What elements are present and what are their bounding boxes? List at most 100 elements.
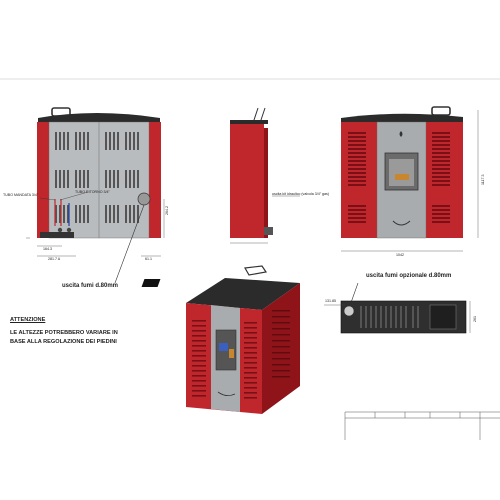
vent-slot (192, 335, 206, 337)
vent-slot (272, 346, 290, 348)
vent-slot (244, 352, 257, 354)
vent-slot (348, 209, 366, 211)
vent-slot (79, 170, 81, 188)
vent-slot (244, 357, 257, 359)
vent-slot (59, 132, 61, 150)
vent-slot (192, 370, 206, 372)
dim-front-right: 61.1 (145, 257, 152, 261)
vent-slot (432, 140, 450, 142)
vent-slot (125, 205, 127, 223)
top-view (324, 282, 471, 334)
vent-slot (83, 170, 85, 188)
vent-slot (272, 316, 290, 318)
vent-slot (192, 365, 206, 367)
vent-slot (432, 221, 450, 223)
vent-slot (109, 132, 111, 150)
vent-slot (360, 306, 362, 328)
vent-slot (55, 170, 57, 188)
label-uscita-fumi: uscita fumi d.80mm (62, 283, 119, 289)
front-base-fittings (40, 232, 74, 238)
vent-slot (432, 152, 450, 154)
vent-slot (63, 205, 65, 223)
dim-top-circle: 131.85 (325, 299, 336, 303)
vent-slot (432, 136, 450, 138)
door-handle-curve (392, 220, 411, 226)
front-fitting-2 (66, 227, 72, 233)
vent-slot (272, 310, 290, 312)
front-view (26, 107, 165, 284)
vent-slot (432, 168, 450, 170)
front-right-panel (149, 122, 161, 238)
vent-slot (348, 176, 366, 178)
vent-slot (272, 352, 290, 354)
vent-slot (109, 170, 111, 188)
vent-slot (125, 170, 127, 188)
vent-slot (137, 170, 139, 188)
iso-side-face (262, 283, 300, 414)
vent-slot (75, 132, 77, 150)
vent-slot (137, 205, 139, 223)
side-body (230, 124, 264, 238)
top-vents (360, 306, 419, 328)
vent-slot (192, 390, 206, 392)
vent-slot (432, 144, 450, 146)
vent-slot (192, 360, 206, 362)
vent-slot (55, 132, 57, 150)
label-uscita-scarico: uscita kit idraulico (valvola 3/4" gas) (272, 192, 330, 196)
vent-slot (348, 132, 366, 134)
vent-slot (192, 375, 206, 377)
vent-slot (272, 376, 290, 378)
vent-slot (117, 132, 119, 150)
notice-title: ATTENZIONE (10, 317, 46, 323)
vent-slot (272, 328, 290, 330)
vent-slot (432, 176, 450, 178)
vent-slot (417, 306, 419, 328)
vent-slot (244, 367, 257, 369)
vent-slot (432, 164, 450, 166)
vent-slot (109, 205, 111, 223)
vent-slot (117, 170, 119, 188)
dim-right-height: 1117.3 (481, 174, 485, 185)
front-left-panel (37, 122, 49, 238)
vent-slot (348, 205, 366, 207)
vent-slot (400, 306, 402, 328)
vent-slot (244, 392, 257, 394)
vent-slot (432, 172, 450, 174)
vent-slot (432, 148, 450, 150)
vent-slot (375, 306, 377, 328)
vent-slot (244, 332, 257, 334)
vent-slot (348, 213, 366, 215)
vent-slot (129, 170, 131, 188)
vent-slot (192, 380, 206, 382)
vent-slot (348, 156, 366, 158)
dim-front-bottom-2: 281.7 A (48, 257, 61, 261)
vent-slot (113, 205, 115, 223)
title-block (344, 411, 500, 440)
vent-slot (348, 184, 366, 186)
vent-slot (63, 132, 65, 150)
label-tubo-mandata: TUBO MANDATA 3/4" (3, 193, 39, 197)
vent-slot (432, 156, 450, 158)
vent-slot (272, 334, 290, 336)
vent-slot (129, 132, 131, 150)
vent-slot (412, 306, 414, 328)
vent-slot (117, 205, 119, 223)
vent-slot (133, 132, 135, 150)
vent-slot (59, 170, 61, 188)
vent-slot (272, 340, 290, 342)
vent-slot (432, 160, 450, 162)
vent-slot (348, 148, 366, 150)
side-top (230, 120, 268, 124)
vent-slot (348, 168, 366, 170)
vent-slot (348, 160, 366, 162)
vent-slot (244, 327, 257, 329)
vent-slot (87, 132, 89, 150)
vent-slot (75, 205, 77, 223)
vent-slot (75, 170, 77, 188)
vent-slot (244, 387, 257, 389)
side-view (230, 107, 300, 244)
vent-slot (125, 132, 127, 150)
front-fitting-1 (57, 227, 63, 233)
vent-slot (79, 132, 81, 150)
